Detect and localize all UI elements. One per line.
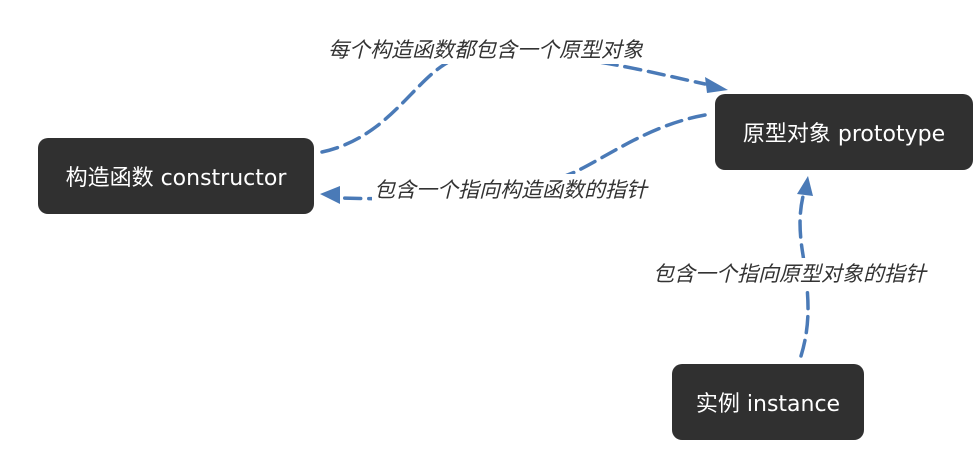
arrowhead-prototype-to-constructor	[320, 186, 340, 204]
node-constructor: 构造函数 constructor	[38, 138, 314, 214]
node-prototype: 原型对象 prototype	[715, 94, 973, 170]
edge-instance-to-prototype	[798, 190, 810, 358]
edge-constructor-to-prototype	[320, 51, 707, 154]
arrowhead-constructor-to-prototype	[705, 77, 728, 93]
node-instance: 实例 instance	[672, 364, 864, 440]
arrowhead-instance-to-prototype	[797, 176, 813, 196]
edge-label-constructor-to-prototype: 每个构造函数都包含一个原型对象	[326, 34, 645, 64]
edge-label-instance-to-prototype: 包含一个指向原型对象的指针	[651, 258, 928, 288]
edge-label-prototype-to-constructor: 包含一个指向构造函数的指针	[372, 174, 649, 204]
